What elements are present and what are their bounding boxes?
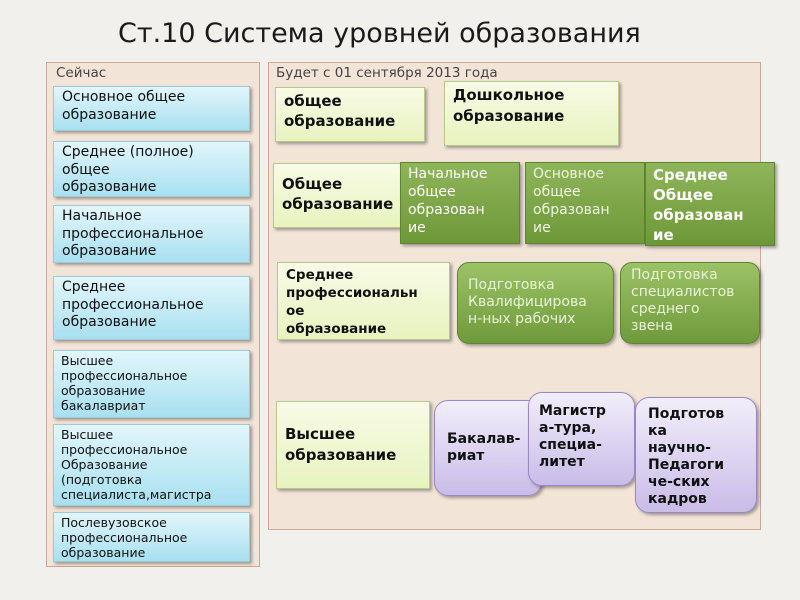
left-item-label: Среднее профессиональное образование xyxy=(62,279,204,330)
bachelor-label: Бакалав- риат xyxy=(447,431,521,464)
master-specialist-box: Магистр а-тура, специа- литет xyxy=(528,392,635,486)
future-system-label: Будет с 01 сентября 2013 года xyxy=(276,65,498,81)
current-system-label: Сейчас xyxy=(56,65,107,81)
left-item-primary-professional: Начальное профессиональное образование xyxy=(53,205,250,263)
primary-general-label: Начальное общее образован ие xyxy=(408,166,488,236)
mid-specialists-box: Подготовка специалистов среднего звена xyxy=(620,262,760,344)
mid-specialists-label: Подготовка специалистов среднего звена xyxy=(631,267,735,334)
secondary-professional-box: Среднее профессиональн ое образование xyxy=(277,262,450,340)
left-item-label: Высшее профессиональное Образование (под… xyxy=(61,427,212,502)
left-item-basic-general: Основное общее образование xyxy=(53,86,250,131)
general-education-box: общее образование xyxy=(275,87,425,142)
left-item-label: Начальное профессиональное образование xyxy=(62,208,204,259)
left-item-label: Основное общее образование xyxy=(62,89,186,123)
left-item-secondary-professional: Среднее профессиональное образование xyxy=(53,276,250,340)
primary-general-box: Начальное общее образован ие xyxy=(400,162,520,244)
research-staff-label: Подготов ка научно- Педагоги че-ских кад… xyxy=(648,406,725,507)
left-item-higher-specialist-master: Высшее профессиональное Образование (под… xyxy=(53,424,250,506)
secondary-professional-label: Среднее профессиональн ое образование xyxy=(286,267,418,337)
left-item-postgraduate: Послевузовское профессиональное образова… xyxy=(53,512,250,562)
secondary-general-label: Среднее Общее образован ие xyxy=(653,166,744,244)
left-item-secondary-full-general: Среднее (полное) общее образование xyxy=(53,141,250,197)
secondary-general-box: Среднее Общее образован ие xyxy=(645,162,775,246)
preschool-education-box: Дошкольное образование xyxy=(444,81,619,146)
left-item-label: Высшее профессиональное образование бака… xyxy=(61,353,188,413)
master-specialist-label: Магистр а-тура, специа- литет xyxy=(539,403,606,470)
general-education-2-label: Общее образование xyxy=(282,175,394,213)
skilled-workers-label: Подготовка Квалифицирова н-ных рабочих xyxy=(468,277,587,327)
skilled-workers-box: Подготовка Квалифицирова н-ных рабочих xyxy=(457,262,614,344)
bachelor-box: Бакалав- риат xyxy=(434,400,542,496)
general-education-box-2: Общее образование xyxy=(273,163,408,228)
higher-education-box: Высшее образование xyxy=(276,401,430,489)
research-staff-box: Подготов ка научно- Педагоги че-ских кад… xyxy=(635,397,757,513)
basic-general-label: Основное общее образован ие xyxy=(533,166,610,236)
preschool-education-label: Дошкольное образование xyxy=(453,86,565,125)
left-item-label: Послевузовское профессиональное образова… xyxy=(61,515,188,560)
left-item-higher-bachelor: Высшее профессиональное образование бака… xyxy=(53,350,250,418)
page-title: Ст.10 Система уровней образования xyxy=(118,18,641,49)
higher-education-label: Высшее образование xyxy=(285,425,397,464)
left-item-label: Среднее (полное) общее образование xyxy=(62,144,194,195)
general-education-label: общее образование xyxy=(284,92,396,130)
basic-general-box: Основное общее образован ие xyxy=(525,162,645,244)
